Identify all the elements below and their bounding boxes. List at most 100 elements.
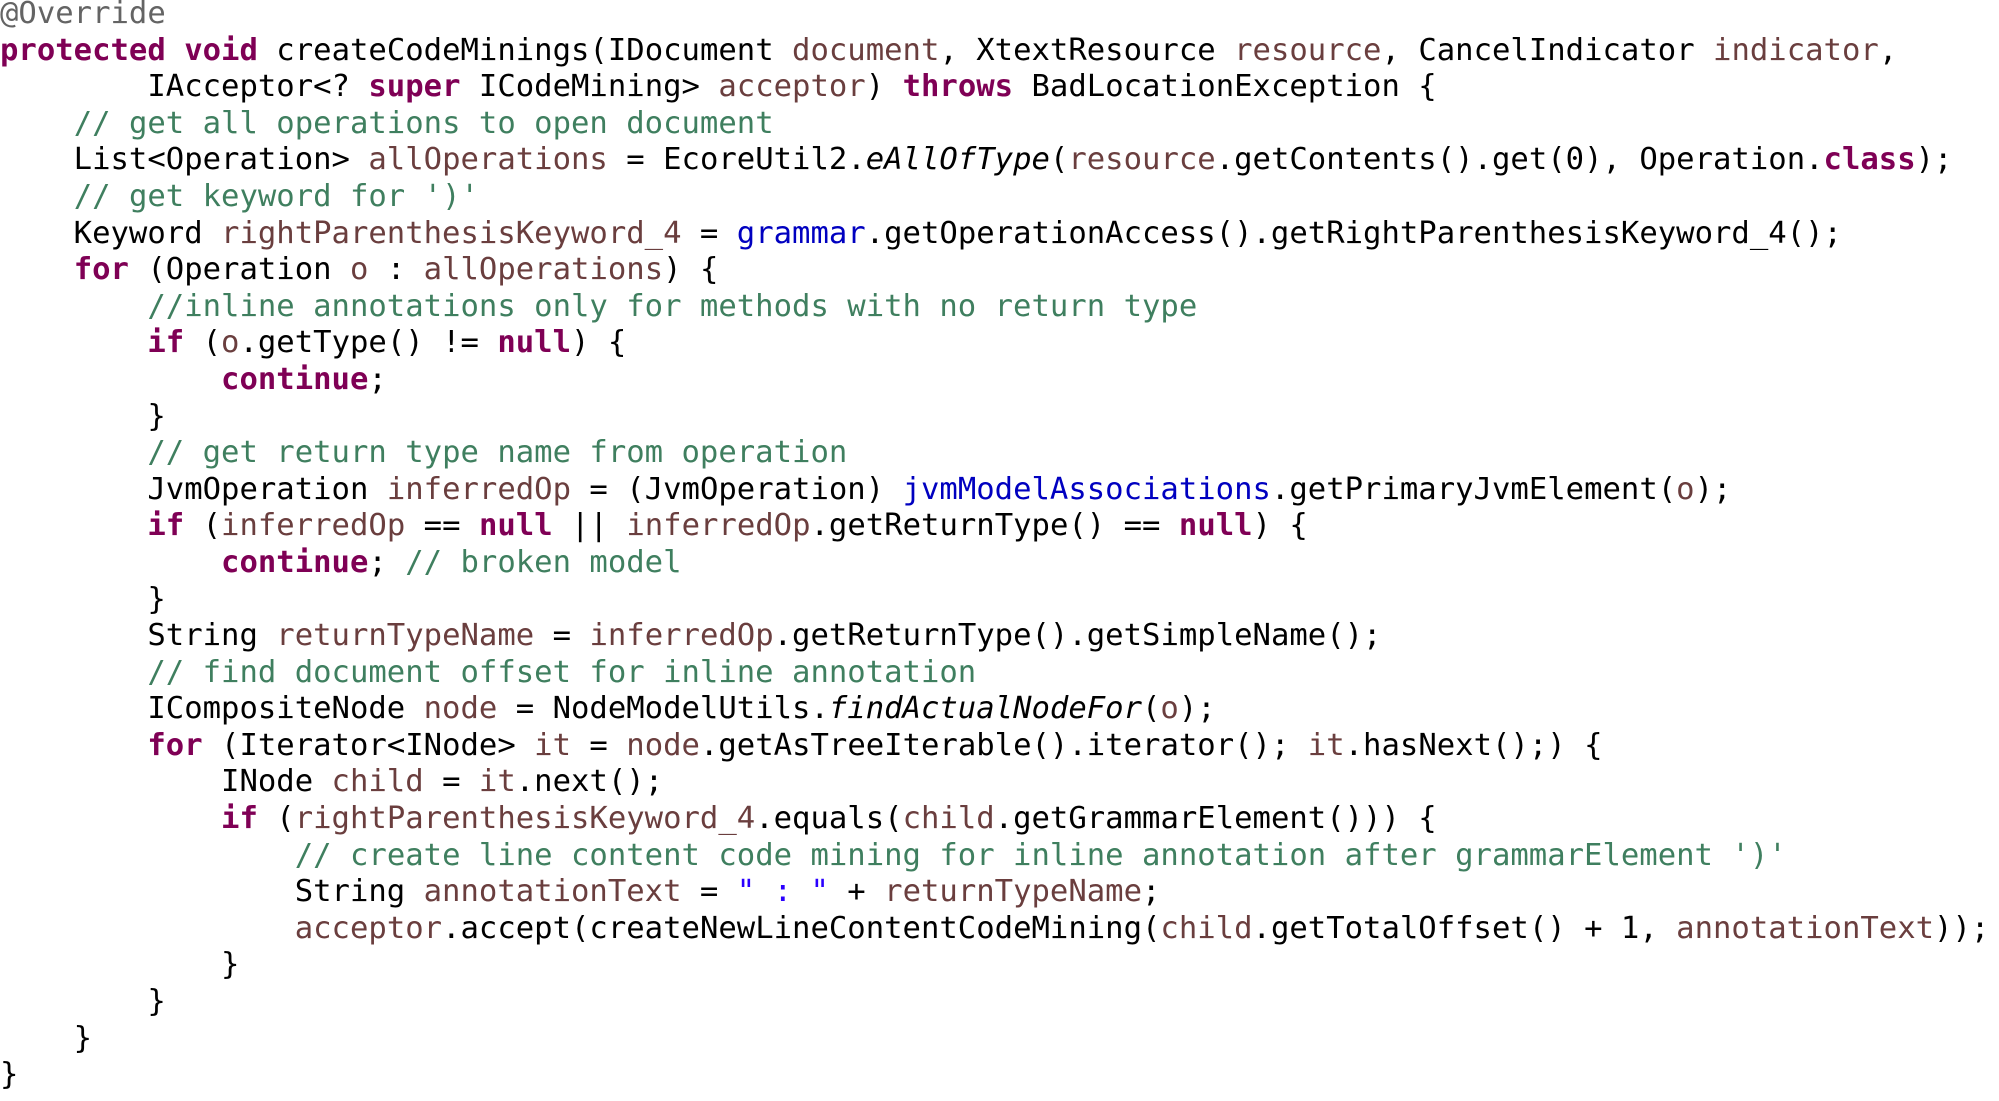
code-line[interactable]: //inline annotations only for methods wi… bbox=[0, 289, 1989, 326]
variable: returnTypeName bbox=[884, 874, 1143, 910]
keyword: if bbox=[221, 801, 258, 837]
code-line[interactable]: INode child = it.next(); bbox=[0, 764, 1989, 801]
code-line[interactable]: String returnTypeName = inferredOp.getRe… bbox=[0, 618, 1989, 655]
code-line[interactable]: acceptor.accept(createNewLineContentCode… bbox=[0, 910, 1990, 948]
code-text: = bbox=[681, 215, 737, 251]
code-line[interactable]: JvmOperation inferredOp = (JvmOperation)… bbox=[0, 472, 1989, 509]
variable: allOperations bbox=[368, 142, 608, 178]
variable: acceptor bbox=[294, 910, 443, 946]
code-text: , bbox=[1878, 32, 1898, 68]
code-line[interactable]: if (rightParenthesisKeyword_4.equals(chi… bbox=[0, 801, 1989, 838]
code-text: ) { bbox=[663, 252, 719, 288]
code-line[interactable]: // create line content code mining for i… bbox=[0, 838, 1989, 875]
code-line[interactable]: } bbox=[0, 1021, 1989, 1058]
code-line[interactable]: } bbox=[0, 1057, 1989, 1094]
code-line[interactable]: // get all operations to open document bbox=[0, 106, 1989, 143]
keyword: void bbox=[184, 32, 258, 68]
field: grammar bbox=[736, 215, 866, 251]
variable: annotationText bbox=[1676, 910, 1935, 946]
code-text: .next(); bbox=[515, 764, 664, 800]
code-text: + bbox=[828, 874, 885, 910]
code-line[interactable]: // get keyword for ')' bbox=[0, 179, 1989, 216]
keyword: for bbox=[147, 727, 203, 763]
code-text: (Iterator<INode> bbox=[202, 727, 535, 763]
code-text: IAcceptor<? bbox=[0, 69, 369, 105]
keyword: null bbox=[478, 508, 553, 544]
code-text: .getReturnType().getSimpleName(); bbox=[773, 618, 1382, 654]
variable: o bbox=[1160, 691, 1179, 727]
code-line[interactable]: for (Iterator<INode> it = node.getAsTree… bbox=[0, 728, 1989, 765]
code-line[interactable]: } bbox=[0, 582, 1989, 619]
code-text: INode bbox=[0, 764, 332, 800]
code-text bbox=[0, 106, 74, 141]
variable: o bbox=[1676, 471, 1695, 507]
code-line[interactable]: Keyword rightParenthesisKeyword_4 = gram… bbox=[0, 216, 1989, 253]
code-text: ( bbox=[184, 508, 222, 544]
code-text: .getOperationAccess().getRightParenthesi… bbox=[865, 215, 1842, 251]
code-text: String bbox=[0, 874, 424, 910]
code-text: .getType() != bbox=[239, 325, 498, 361]
code-text bbox=[0, 655, 147, 690]
code-text: } bbox=[0, 1020, 93, 1056]
code-line[interactable]: if (o.getType() != null) { bbox=[0, 325, 1989, 362]
code-text: (Operation bbox=[128, 252, 350, 288]
keyword: super bbox=[368, 69, 461, 105]
code-text: List<Operation> bbox=[0, 142, 369, 178]
code-line[interactable]: @Override bbox=[0, 0, 1989, 33]
variable: it bbox=[478, 764, 516, 800]
keyword: protected bbox=[0, 32, 166, 68]
keyword: if bbox=[147, 508, 185, 544]
code-line[interactable]: } bbox=[0, 984, 1989, 1021]
code-text: ( bbox=[184, 325, 222, 361]
code-line[interactable]: String annotationText = " : " + returnTy… bbox=[0, 874, 1989, 911]
variable: document bbox=[792, 32, 940, 68]
code-line[interactable]: continue; // broken model bbox=[0, 545, 1989, 582]
code-text: } bbox=[0, 984, 166, 1020]
code-line[interactable]: // find document offset for inline annot… bbox=[0, 655, 1989, 692]
code-text: ( bbox=[257, 801, 295, 837]
code-line[interactable]: IAcceptor<? super ICodeMining> acceptor)… bbox=[0, 69, 1989, 106]
code-line[interactable]: List<Operation> allOperations = EcoreUti… bbox=[0, 142, 1989, 179]
variable: child bbox=[331, 764, 424, 800]
code-text: ( bbox=[1142, 691, 1161, 727]
variable: node bbox=[423, 691, 498, 727]
variable: rightParenthesisKeyword_4 bbox=[294, 801, 756, 837]
code-line[interactable]: } bbox=[0, 399, 1989, 436]
code-text: ) { bbox=[571, 325, 627, 361]
keyword: if bbox=[147, 325, 185, 361]
variable: rightParenthesisKeyword_4 bbox=[221, 215, 682, 251]
code-text: ; bbox=[1142, 874, 1161, 910]
code-text: || bbox=[552, 508, 627, 544]
code-text: .getGrammarElement())) { bbox=[994, 801, 1437, 837]
variable: inferredOp bbox=[221, 508, 406, 544]
keyword: null bbox=[1178, 508, 1253, 544]
code-text bbox=[0, 728, 147, 763]
code-text: = bbox=[571, 727, 627, 763]
code-text bbox=[0, 911, 295, 946]
code-line[interactable]: protected void createCodeMinings(IDocume… bbox=[0, 33, 1989, 70]
code-text: : bbox=[368, 252, 424, 288]
static-method: eAllOfType bbox=[865, 142, 1050, 178]
static-method: findActualNodeFor bbox=[828, 691, 1142, 727]
variable: child bbox=[1160, 910, 1253, 946]
code-text: , CancelIndicator bbox=[1381, 32, 1714, 68]
keyword: null bbox=[497, 325, 572, 361]
code-text: .getPrimaryJvmElement( bbox=[1270, 471, 1677, 507]
code-text bbox=[0, 508, 147, 543]
code-line[interactable]: ICompositeNode node = NodeModelUtils.fin… bbox=[0, 691, 1989, 728]
code-text: ICompositeNode bbox=[0, 691, 424, 727]
code-text bbox=[0, 362, 221, 397]
code-line[interactable]: continue; bbox=[0, 362, 1989, 399]
code-text: = NodeModelUtils. bbox=[497, 691, 829, 727]
comment: // broken model bbox=[405, 544, 682, 580]
code-line[interactable]: for (Operation o : allOperations) { bbox=[0, 252, 1989, 289]
code-text: ; bbox=[368, 544, 406, 580]
code-line[interactable]: if (inferredOp == null || inferredOp.get… bbox=[0, 508, 1989, 545]
code-text: .equals( bbox=[755, 801, 903, 837]
code-line[interactable]: } bbox=[0, 947, 1989, 984]
code-text: BadLocationException { bbox=[1013, 69, 1437, 105]
variable: returnTypeName bbox=[276, 618, 535, 654]
code-text: = bbox=[423, 764, 479, 800]
code-line[interactable]: // get return type name from operation bbox=[0, 435, 1989, 472]
